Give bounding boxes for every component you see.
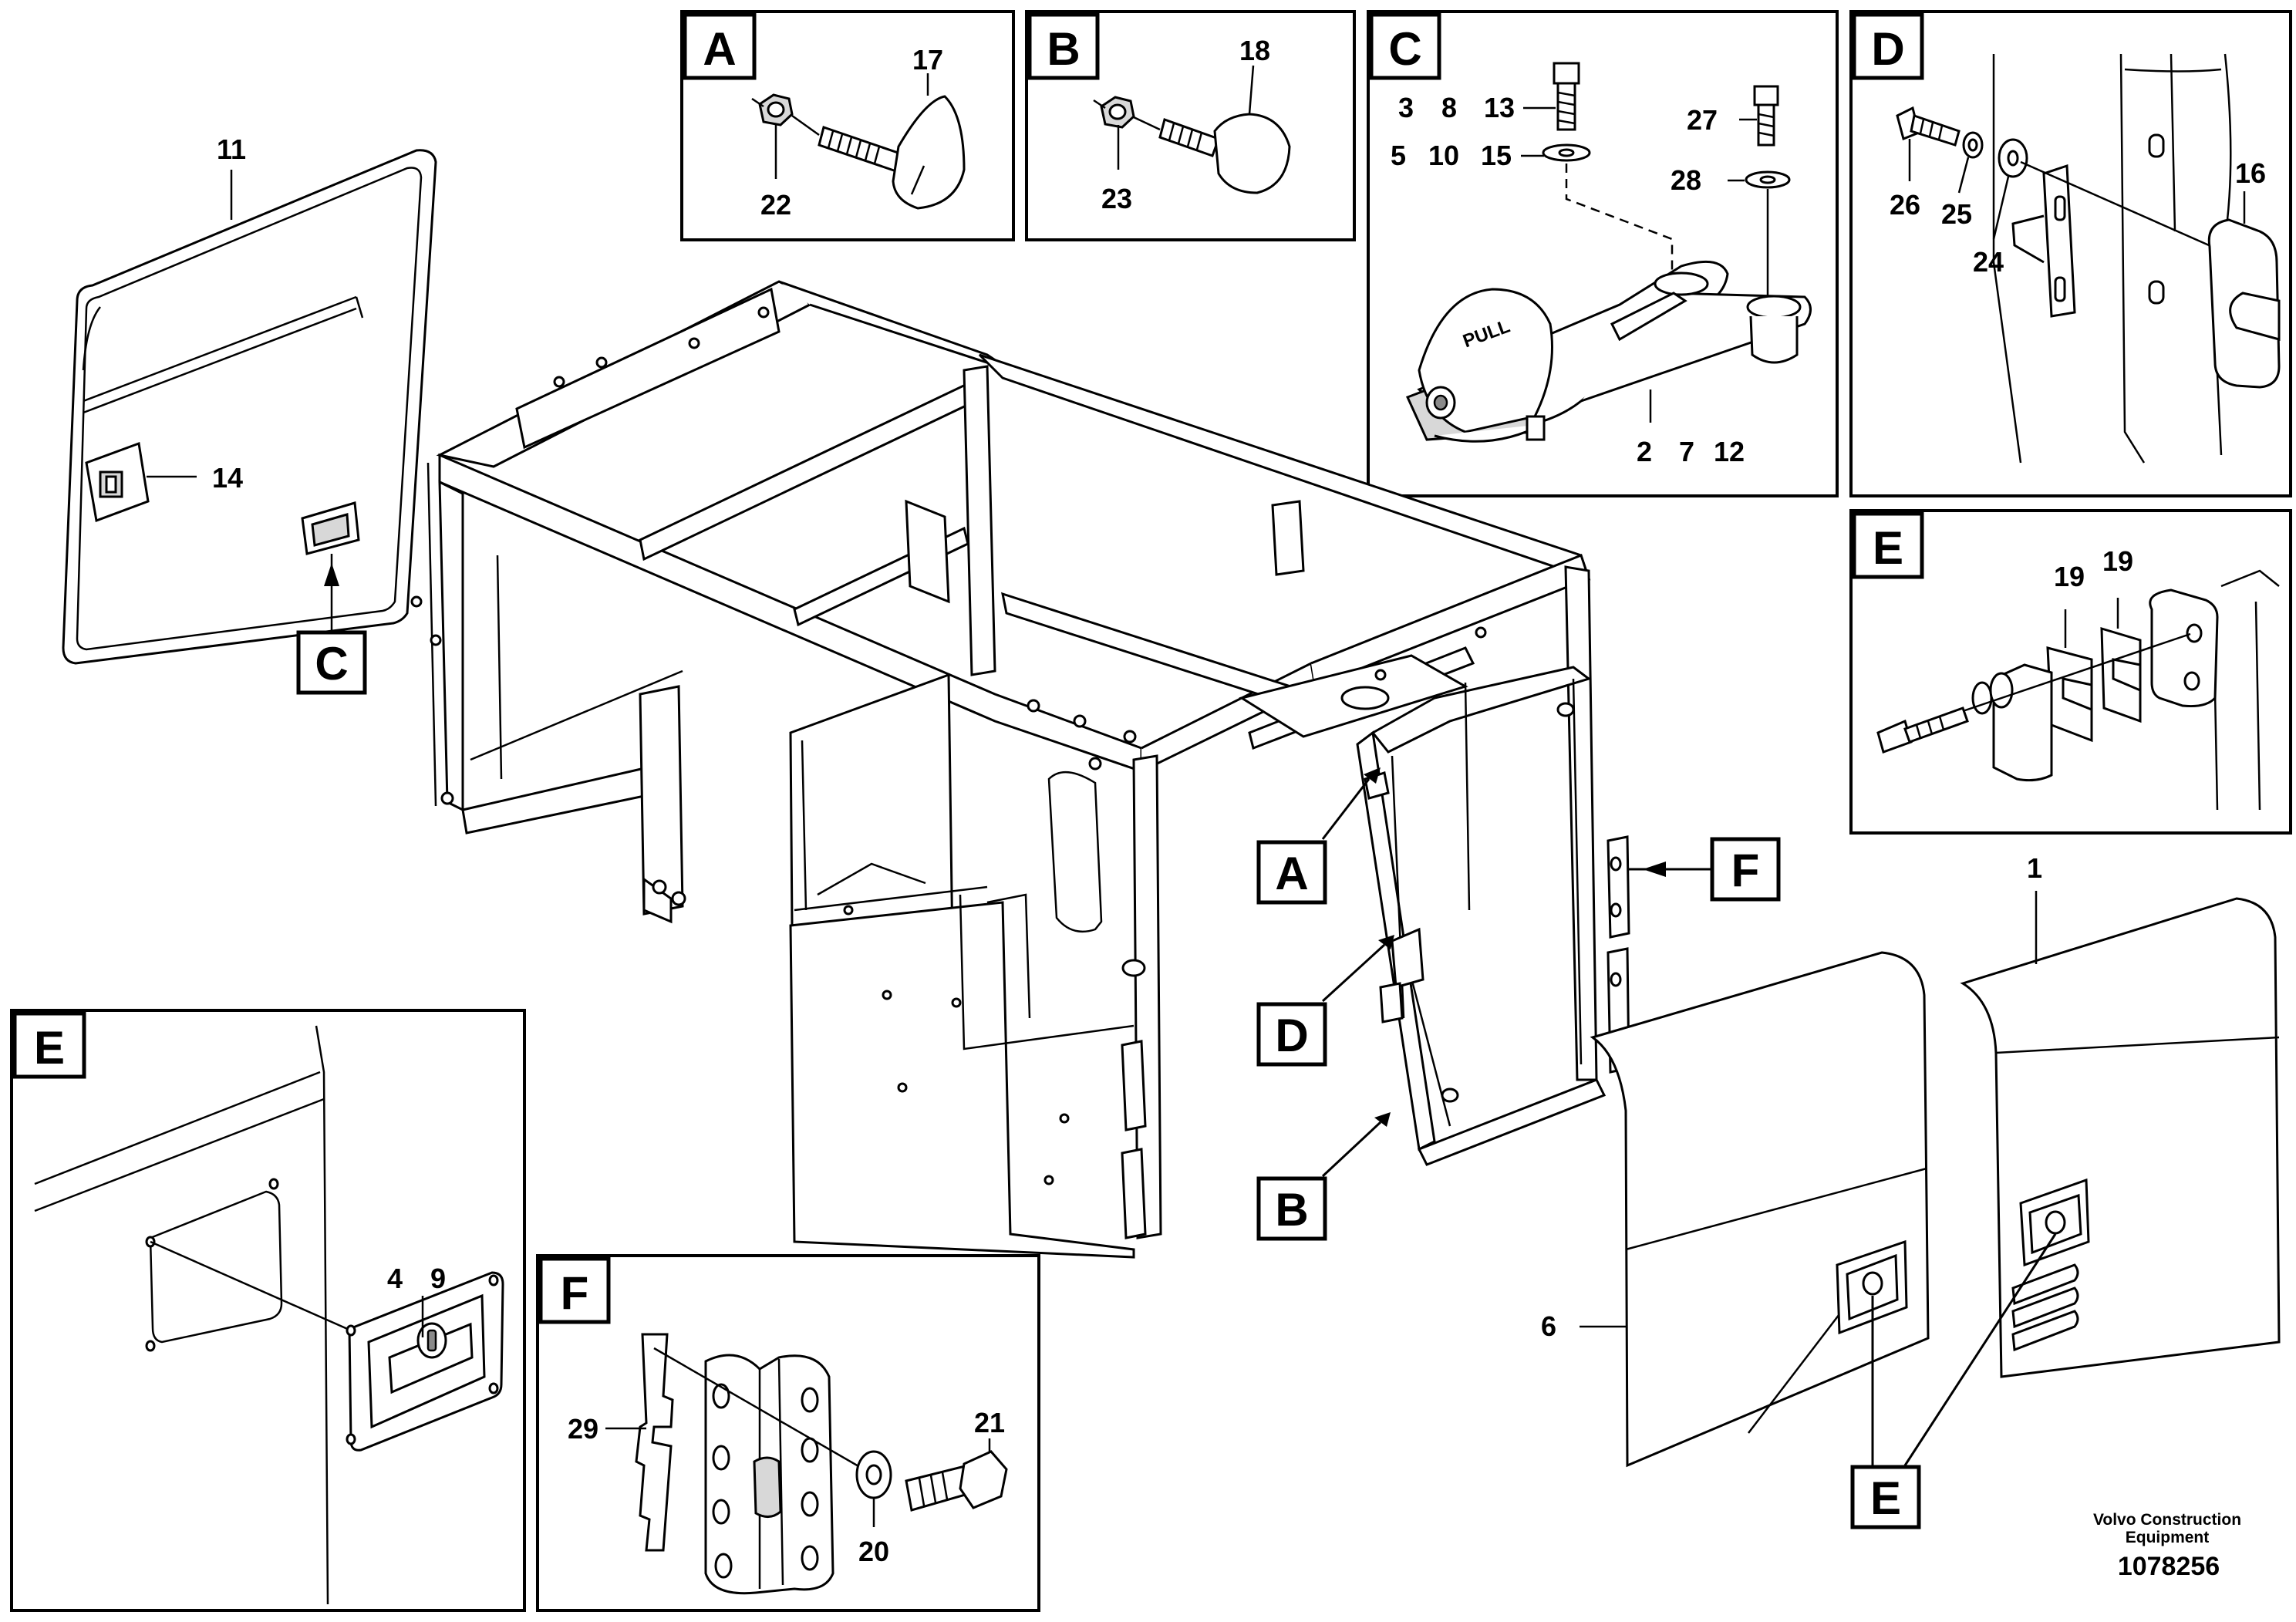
svg-text:D: D (1275, 1010, 1308, 1061)
part-number: 19 (2054, 561, 2085, 592)
callout-a: A (1256, 767, 1381, 905)
detail-box-e-lower: E 4 9 (10, 1009, 526, 1612)
rubber-bumper-a (892, 95, 966, 210)
detail-letter-a: A (703, 23, 736, 75)
part-number: 25 (1941, 198, 1972, 230)
part-number: 16 (2235, 157, 2266, 189)
part-number: 3 (1398, 92, 1414, 123)
part-number: 11 (217, 133, 246, 165)
part-number: 27 (1687, 104, 1718, 136)
callout-d: D (1256, 935, 1394, 1067)
part-number: 9 (430, 1263, 446, 1294)
part-number: 26 (1890, 189, 1920, 221)
vent-slots (2011, 1263, 2079, 1352)
svg-text:A: A (1275, 848, 1308, 899)
detail-letter-e: E (1873, 522, 1903, 574)
part-number: 6 (1541, 1310, 1556, 1342)
cab-frame (410, 280, 1630, 1259)
bolt-thread-a (818, 126, 904, 173)
detail-letter-f: F (561, 1267, 589, 1319)
credit-line2: Equipment (2126, 1529, 2210, 1546)
credit-block: Volvo Construction Equipment 1078256 (2093, 1511, 2241, 1581)
detail-letter-c: C (1388, 23, 1421, 75)
detail-box-b: B 18 23 (1025, 10, 1356, 241)
bolt-thread-b (1158, 118, 1220, 157)
svg-text:B: B (1275, 1184, 1308, 1236)
detail-letter-e: E (34, 1022, 65, 1074)
part-number: 7 (1679, 436, 1694, 467)
svg-text:C: C (315, 638, 348, 690)
detail-box-a: A 17 22 (680, 10, 1015, 241)
part-number: 12 (1714, 436, 1745, 467)
detail-box-e-upper: E 19 19 (1849, 509, 2292, 835)
pull-latch: PULL (1405, 260, 1812, 443)
part-number: 28 (1671, 164, 1701, 196)
detail-letter-b: B (1047, 23, 1080, 75)
part-number: 18 (1239, 35, 1270, 66)
svg-text:F: F (1731, 845, 1760, 896)
part-number: 14 (212, 462, 243, 494)
part-number: 5 (1391, 140, 1406, 171)
part-number: 21 (974, 1407, 1005, 1438)
detail-letter-d: D (1871, 23, 1904, 75)
part-number: 8 (1441, 92, 1457, 123)
part-number: 23 (1101, 183, 1132, 214)
part-number: 20 (858, 1536, 889, 1567)
callout-f: F (1629, 837, 1781, 902)
part-number: 4 (387, 1263, 403, 1294)
part-number: 22 (760, 189, 791, 221)
part-number: 1 (2027, 852, 2042, 884)
credit-line1: Volvo Construction (2093, 1511, 2241, 1529)
part-number: 17 (912, 44, 943, 76)
callout-e: E (1850, 1465, 1921, 1529)
part-number: 19 (2102, 545, 2133, 577)
rear-panels: 6 1 (1541, 852, 2281, 1468)
part-number: 15 (1481, 140, 1512, 171)
part-number: 24 (1973, 246, 2004, 278)
detail-box-d: D 26 25 24 16 (1849, 10, 2292, 497)
callout-c: C (296, 630, 367, 695)
drawing-id: 1078256 (2118, 1552, 2220, 1581)
detail-box-c: C 3 8 13 5 10 15 27 28 (1367, 10, 1839, 497)
cab-door: 14 11 (62, 133, 437, 665)
detail-box-f: F 29 20 21 (536, 1254, 1040, 1612)
svg-text:E: E (1870, 1472, 1901, 1524)
part-number: 13 (1484, 92, 1515, 123)
part-number: 10 (1428, 140, 1459, 171)
part-number: 29 (568, 1413, 598, 1445)
part-number: 2 (1637, 436, 1652, 467)
callout-b: B (1256, 1112, 1391, 1241)
rubber-bumper-b (1213, 113, 1291, 194)
